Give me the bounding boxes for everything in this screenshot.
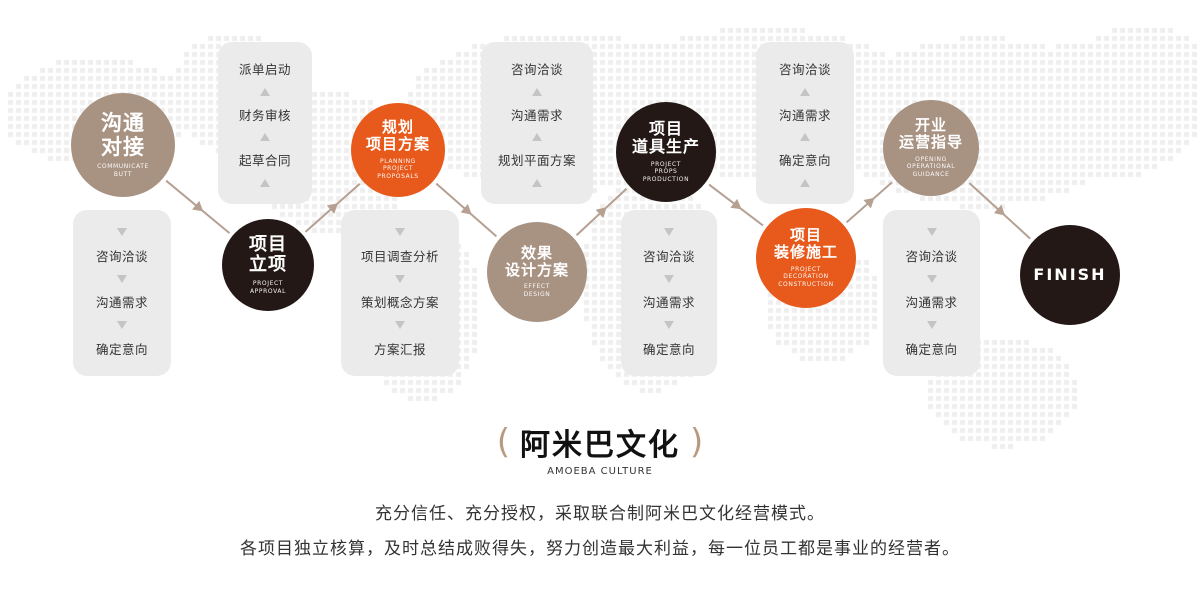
triangle-down-icon [117,227,127,236]
card-step-label: 沟通需求 [778,107,831,123]
stage-node-title: 项目 立项 [249,233,287,276]
steps-card-2: 派单启动财务审核起草合同 [218,42,312,204]
triangle-up-icon [260,87,270,96]
triangle-up-icon [532,133,542,142]
card-step-label: 确定意向 [905,342,958,358]
triangle-down-icon [926,227,937,236]
card-step-label: 方案汇报 [373,342,426,358]
stage-node-props: 项目 道具生产 PROJECT PROPS PRODUCTION [616,102,716,202]
triangle-up-icon [800,133,810,142]
triangle-down-icon [117,274,127,283]
steps-card-4: 咨询洽谈沟通需求规划平面方案 [481,42,593,204]
card-step-label: 项目调查分析 [360,248,439,264]
stage-node-title: 规划 项目方案 [365,118,430,154]
stage-node-title: 效果 设计方案 [504,243,569,280]
stage-node-title: 项目 装修施工 [773,226,838,262]
card-step-label: 确定意向 [95,342,148,358]
triangle-up-icon [532,178,542,187]
stage-node-title: FINISH [1033,264,1107,284]
stage-node-subtitle: COMMUNICATE BUTT [97,163,149,179]
stage-node-guidance: 开业 运营指导 OPENING OPERATIONAL GUIDANCE [883,100,979,196]
triangle-up-icon [800,178,810,187]
connector-arrow-icon-4 [595,207,607,219]
triangle-down-icon [664,274,674,283]
triangle-up-icon [800,87,810,96]
steps-card-3: 项目调查分析策划概念方案方案汇报 [341,210,459,376]
stage-node-title: 项目 道具生产 [631,118,700,157]
stage-node-planning: 规划 项目方案 PLANNING PROJECT PROPOSALS [351,103,445,197]
steps-card-1: 咨询洽谈沟通需求确定意向 [73,210,171,376]
card-step-label: 咨询洽谈 [905,248,958,264]
stage-node-title: 沟通 对接 [101,111,145,160]
stage-node-subtitle: PROJECT DECORATION CONSTRUCTION [778,265,834,289]
stage-node-communicate: 沟通 对接 COMMUNICATE BUTT [71,93,175,197]
triangle-down-icon [395,321,405,330]
card-step-label: 咨询洽谈 [510,62,563,78]
card-step-label: 财务审核 [238,107,291,123]
steps-card-6: 咨询洽谈沟通需求确定意向 [756,42,854,204]
card-step-label: 确定意向 [778,153,831,169]
card-step-label: 咨询洽谈 [778,62,831,78]
connector-arrow-icon-5 [730,198,742,210]
left-parenthesis: ( [496,422,510,462]
steps-card-5: 咨询洽谈沟通需求确定意向 [621,210,717,376]
connector-arrow-icon-3 [460,203,472,215]
culture-title-row: ( 阿米巴文化 ) [0,420,1200,464]
stage-node-decoration: 项目 装修施工 PROJECT DECORATION CONSTRUCTION [756,208,856,308]
culture-description-line-2: 各项目独立核算，及时总结成败得失，努力创造最大利益，每一位员工都是事业的经营者。 [240,539,960,559]
connector-arrow-icon-1 [192,200,204,212]
culture-title: 阿米巴文化 [520,428,680,463]
stage-node-design: 效果 设计方案 EFFECT DESIGN [487,222,587,322]
card-step-label: 派单启动 [238,62,291,78]
triangle-up-icon [260,178,270,187]
card-step-label: 确定意向 [642,342,695,358]
connector-arrow-icon-2 [326,203,338,214]
card-step-label: 策划概念方案 [360,295,439,311]
right-parenthesis: ) [690,422,704,462]
card-step-label: 咨询洽谈 [642,248,695,264]
triangle-down-icon [395,274,405,283]
triangle-up-icon [532,87,542,96]
card-step-label: 规划平面方案 [497,153,576,169]
stage-node-subtitle: EFFECT DESIGN [523,283,551,299]
stage-node-subtitle: PROJECT PROPS PRODUCTION [642,160,690,184]
triangle-down-icon [926,321,937,330]
triangle-up-icon [260,133,270,142]
connector-arrow-icon-6 [863,197,875,209]
steps-card-7: 咨询洽谈沟通需求确定意向 [883,210,980,376]
culture-description-line-1: 充分信任、充分授权，采取联合制阿米巴文化经营模式。 [375,504,825,524]
stage-node-subtitle: PROJECT APPROVAL [249,279,287,295]
triangle-down-icon [664,227,674,236]
culture-section: ( 阿米巴文化 ) AMOEBA CULTURE 充分信任、充分授权，采取联合制… [0,420,1200,559]
stage-node-finish: FINISH [1020,225,1120,325]
stage-node-subtitle: PLANNING PROJECT PROPOSALS [377,157,419,181]
connector-arrow-icon-7 [993,204,1005,216]
stage-node-subtitle: OPENING OPERATIONAL GUIDANCE [906,155,956,179]
card-step-label: 沟通需求 [95,295,148,311]
culture-subtitle: AMOEBA CULTURE [547,466,653,477]
stage-node-approval: 项目 立项 PROJECT APPROVAL [222,219,314,311]
triangle-down-icon [117,321,127,330]
card-step-label: 咨询洽谈 [95,248,148,264]
card-step-label: 沟通需求 [510,107,563,123]
stage-node-title: 开业 运营指导 [898,116,963,152]
triangle-down-icon [664,321,674,330]
card-step-label: 沟通需求 [905,295,958,311]
card-step-label: 沟通需求 [642,295,695,311]
triangle-down-icon [926,274,937,283]
triangle-down-icon [395,227,405,236]
card-step-label: 起草合同 [238,153,291,169]
